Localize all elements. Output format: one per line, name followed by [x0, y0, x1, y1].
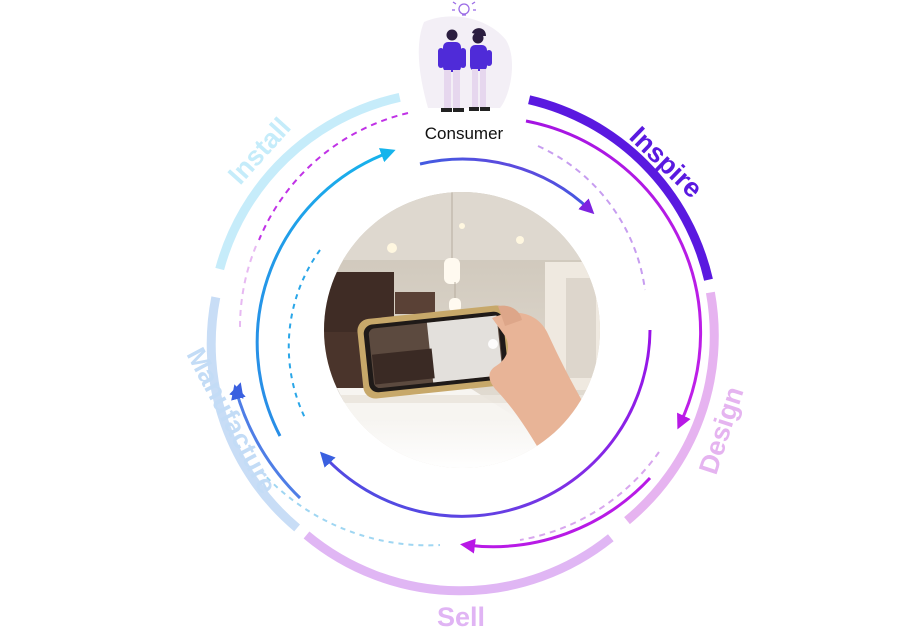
lightbulb-icon [452, 1, 476, 16]
stage-label-manufacture: Manufacture [181, 343, 283, 499]
segment-design [624, 291, 719, 525]
stage-label-install: Install [222, 112, 297, 190]
consumer-figures [418, 1, 513, 112]
magenta-flow-ring [238, 112, 703, 554]
segment-sell [303, 531, 614, 596]
purple-flow-ring [319, 145, 652, 518]
outer-stage-ring [206, 93, 719, 596]
segment-install [215, 93, 401, 271]
consumer-label: Consumer [424, 124, 504, 143]
stage-label-sell: Sell [437, 602, 485, 632]
manufacture-arrow [231, 384, 302, 500]
segment-inspire [528, 95, 713, 281]
segment-manufacture [206, 296, 300, 532]
kitchen-ar-photo [324, 192, 600, 468]
